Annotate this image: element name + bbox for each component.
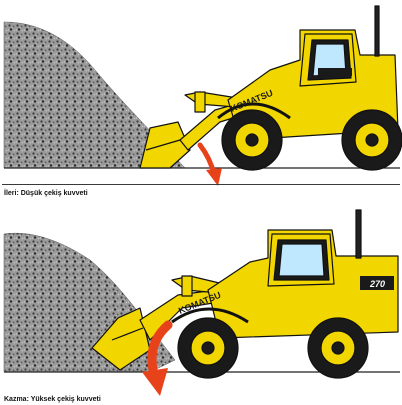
traction-arrow [200, 145, 222, 186]
model-label: 270 [369, 279, 385, 289]
caption-divider [2, 184, 400, 185]
forward-caption: İleri: Düşük çekiş kuvveti [4, 190, 88, 197]
wheel-loader [92, 210, 398, 378]
wheel-loader [140, 6, 402, 170]
dig-panel: KOMATSU 270 Kazma: Yüksek çekiş kuvveti [0, 200, 402, 405]
forward-illustration: KOMATSU [0, 0, 402, 200]
forward-panel: KOMATSU İleri: Düşük çekiş kuvveti [0, 0, 402, 200]
dig-caption: Kazma: Yüksek çekiş kuvveti [4, 396, 101, 403]
dig-illustration: KOMATSU 270 [0, 200, 402, 405]
